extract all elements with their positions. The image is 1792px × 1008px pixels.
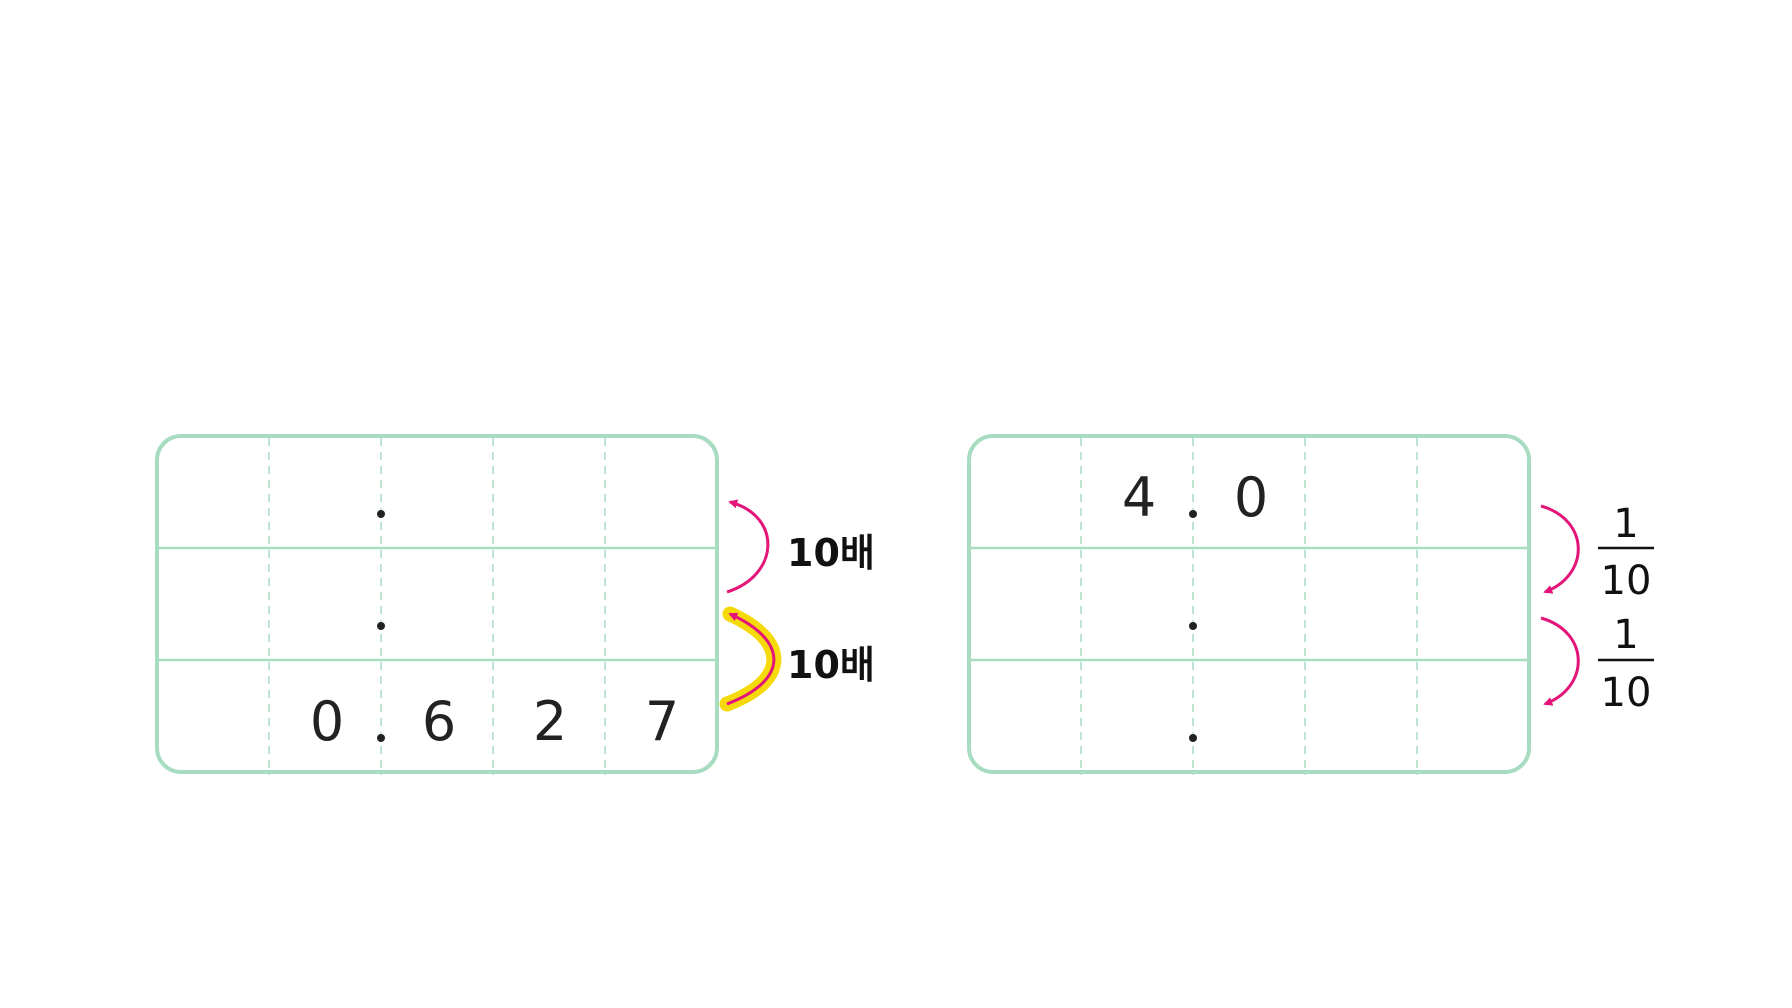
right-arrow-bottom: 1 10 <box>1540 612 1654 716</box>
curved-down-arrow-icon <box>1540 504 1580 594</box>
fraction-denominator: 10 <box>1601 558 1652 604</box>
decimal-point <box>1189 734 1197 742</box>
fraction-one-tenth: 1 10 <box>1598 501 1654 604</box>
left-arrow-top: 10배 <box>726 499 875 594</box>
times-ten-label: 10배 <box>787 531 875 575</box>
fraction-numerator: 1 <box>1613 612 1638 658</box>
decimal-point <box>1189 622 1197 630</box>
fraction-one-tenth: 1 10 <box>1598 612 1654 716</box>
decimal-point <box>377 510 385 518</box>
left-grid-frame <box>155 434 719 774</box>
decimal-point <box>377 622 385 630</box>
fraction-denominator: 10 <box>1601 670 1652 716</box>
decimal-point <box>1189 510 1197 518</box>
left-digit-r3-c5: 7 <box>645 690 679 753</box>
right-digit-r1-c2: 4 <box>1122 466 1156 529</box>
curved-up-arrow-icon <box>726 499 770 594</box>
right-grid-frame <box>967 434 1531 774</box>
times-ten-label: 10배 <box>787 643 875 687</box>
left-digit-r3-c3: 6 <box>422 690 456 753</box>
left-digit-r3-c4: 2 <box>533 690 567 753</box>
highlight-glow <box>719 606 782 712</box>
right-arrow-top: 1 10 <box>1540 501 1654 604</box>
left-arrow-bottom: 10배 <box>719 606 875 712</box>
left-grid-panel: 0 6 2 7 <box>155 434 719 775</box>
curved-up-arrow-icon <box>726 612 776 706</box>
right-grid-panel: 4 0 <box>967 434 1531 775</box>
left-digit-r3-c2: 0 <box>310 690 344 753</box>
right-digit-r1-c3: 0 <box>1234 466 1268 529</box>
decimal-point <box>377 734 385 742</box>
curved-down-arrow-icon <box>1540 616 1580 706</box>
fraction-numerator: 1 <box>1613 501 1638 547</box>
